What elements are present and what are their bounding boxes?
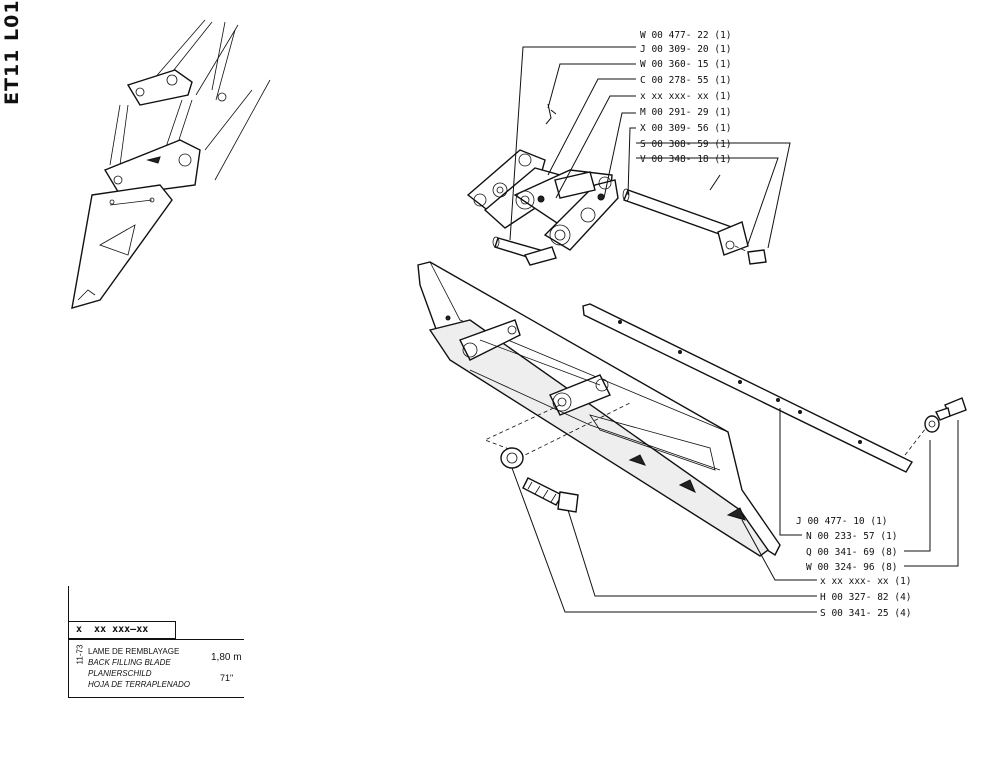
label-c-00-278-55: C 00 278- 55 (1) <box>640 75 732 86</box>
label-x-00-309-56: X 00 309- 56 (1) <box>640 123 732 134</box>
date-code: 11-73 <box>75 644 85 665</box>
reference-number: x xx xxx–xx <box>76 624 149 635</box>
title-rule-bottom <box>68 697 244 698</box>
label-m-00-291-29: M 00 291- 29 (1) <box>640 107 732 118</box>
label-h-00-327-82: H 00 327- 82 (4) <box>820 592 912 603</box>
part-number-labels: W 00 477- 22 (1) J 00 309- 20 (1) W 00 3… <box>640 30 912 619</box>
label-s-00-308-59: S 00 308- 59 (1) <box>640 139 732 150</box>
label-w-00-360-15: W 00 360- 15 (1) <box>640 59 732 70</box>
title-english: BACK FILLING BLADE <box>88 658 171 667</box>
blade-width-metric: 1,80 m <box>211 652 242 663</box>
title-spanish: HOJA DE TERRAPLENADO <box>88 680 190 689</box>
label-w-00-477-22: W 00 477- 22 (1) <box>640 30 732 41</box>
title-block-border <box>68 586 69 698</box>
blade-width-inch: 71" <box>220 673 234 683</box>
label-n-00-233-57: N 00 233- 57 (1) <box>806 531 898 542</box>
label-j-00-309-20: J 00 309- 20 (1) <box>640 44 732 55</box>
label-x-xx-lower: x xx xxx- xx (1) <box>820 576 912 587</box>
label-q-00-341-69: Q 00 341- 69 (8) <box>806 547 898 558</box>
label-j-00-477-10: J 00 477- 10 (1) <box>796 516 888 527</box>
mounting-bracket-assembly <box>466 103 619 266</box>
reference-box <box>68 621 176 639</box>
loose-pin-and-bolt <box>622 188 767 265</box>
label-w-00-324-96: W 00 324- 96 (8) <box>806 562 898 573</box>
label-s-00-341-25: S 00 341- 25 (4) <box>820 608 912 619</box>
cutting-edge-strip <box>582 303 927 473</box>
blade-bolt-and-spacer <box>500 447 579 513</box>
machine-arm-overview <box>71 19 271 309</box>
leader-lines <box>509 46 959 613</box>
label-v-00-348-18: V 00 348- 18 (1) <box>640 154 732 165</box>
edge-bolt-and-nut <box>924 397 967 433</box>
label-x-xx-upper: x xx xxx- xx (1) <box>640 91 732 102</box>
title-german: PLANIERSCHILD <box>88 669 152 678</box>
backfill-blade <box>417 261 781 557</box>
sheet-code: ET11 L01-0 <box>1 0 23 105</box>
title-french: LAME DE REMBLAYAGE <box>88 647 180 656</box>
title-rule-top <box>68 639 244 640</box>
